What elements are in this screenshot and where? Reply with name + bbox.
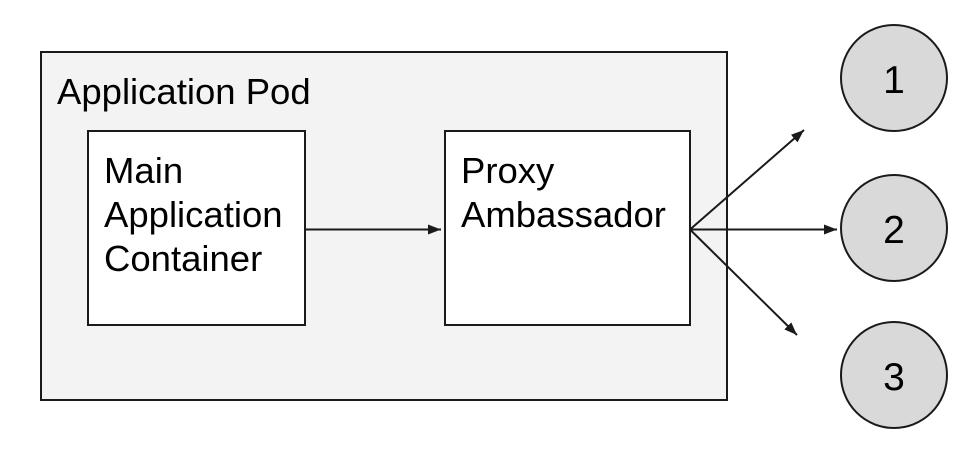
proxy-ambassador-label: Proxy Ambassador: [461, 150, 666, 235]
endpoint-circle-3: 3: [840, 321, 948, 429]
application-pod-label: Application Pod: [57, 71, 311, 112]
proxy-ambassador-node: [444, 130, 691, 326]
endpoint-circle-2: 2: [840, 174, 948, 282]
main-application-container-node: [87, 130, 306, 326]
main-application-container-label: Main Application Container: [104, 150, 283, 279]
endpoint-2-label: 2: [883, 209, 905, 252]
endpoint-circle-1: 1: [840, 24, 948, 132]
endpoint-3-label: 3: [883, 356, 905, 399]
endpoint-1-label: 1: [883, 59, 905, 102]
